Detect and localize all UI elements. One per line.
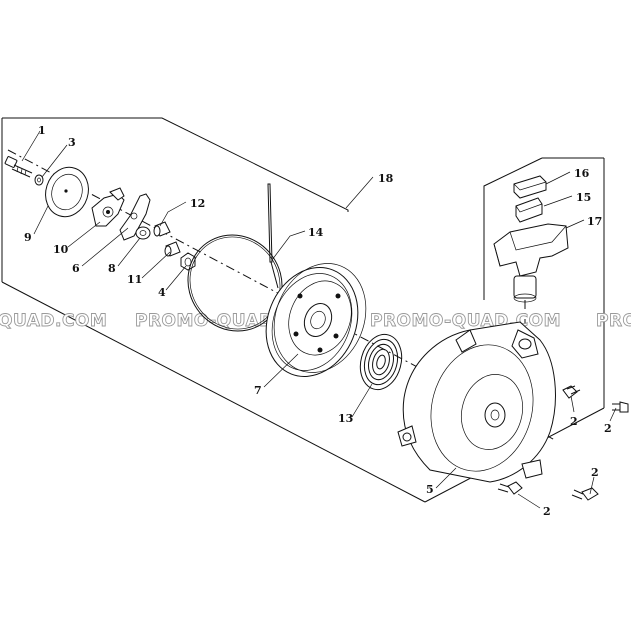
part-bolt-2d bbox=[571, 487, 599, 501]
watermark-text-left: QUAD.COM bbox=[0, 311, 107, 331]
callout-4: 4 bbox=[158, 286, 166, 299]
part-spring-13 bbox=[359, 333, 403, 391]
leader-lines bbox=[21, 130, 617, 509]
callout-15: 15 bbox=[576, 191, 591, 204]
part-spacer-8 bbox=[135, 226, 151, 240]
part-bolt-2b bbox=[612, 401, 629, 413]
part-cap-16 bbox=[513, 175, 547, 199]
watermark-text-mid2: PROMO-QUAD.COM bbox=[370, 311, 561, 331]
callout-17: 17 bbox=[587, 215, 602, 228]
part-handle-17 bbox=[493, 223, 569, 303]
part-bolt-1 bbox=[4, 156, 33, 178]
watermark-text-right: PRO bbox=[596, 311, 631, 331]
part-housing-5 bbox=[397, 321, 556, 483]
part-ratchet-10 bbox=[91, 193, 125, 227]
callout-11: 11 bbox=[127, 273, 142, 286]
callout-5: 5 bbox=[426, 483, 434, 496]
part-pulley-7 bbox=[265, 263, 367, 377]
part-plate-9 bbox=[45, 166, 89, 218]
part-insert-15 bbox=[515, 197, 543, 223]
callout-12: 12 bbox=[190, 197, 205, 210]
callout-13: 13 bbox=[338, 412, 353, 425]
part-washer-3 bbox=[34, 174, 44, 186]
callout-9: 9 bbox=[24, 231, 32, 244]
callout-18: 18 bbox=[378, 172, 394, 185]
part-bush-12 bbox=[153, 221, 171, 237]
part-nut-4 bbox=[180, 252, 196, 271]
callout-16: 16 bbox=[574, 167, 590, 180]
part-bolt-2a bbox=[562, 385, 581, 399]
callout-8: 8 bbox=[108, 262, 116, 275]
callout-6: 6 bbox=[72, 262, 80, 275]
callout-1: 1 bbox=[38, 124, 46, 137]
callout-3: 3 bbox=[68, 136, 76, 149]
part-rope-14 bbox=[187, 183, 283, 332]
callout-2c: 2 bbox=[591, 466, 599, 479]
callout-2a: 2 bbox=[570, 415, 578, 428]
callout-7: 7 bbox=[254, 384, 262, 397]
callout-labels: 1 3 9 10 6 8 12 11 4 14 18 16 15 17 7 13… bbox=[24, 124, 612, 518]
callout-10: 10 bbox=[53, 243, 69, 256]
callout-2b: 2 bbox=[604, 422, 612, 435]
frame-outline bbox=[1, 117, 605, 503]
part-bolt-2c bbox=[497, 481, 523, 495]
part-sleeve-11 bbox=[164, 241, 181, 257]
callout-14: 14 bbox=[308, 226, 324, 239]
callout-2d: 2 bbox=[543, 505, 551, 518]
